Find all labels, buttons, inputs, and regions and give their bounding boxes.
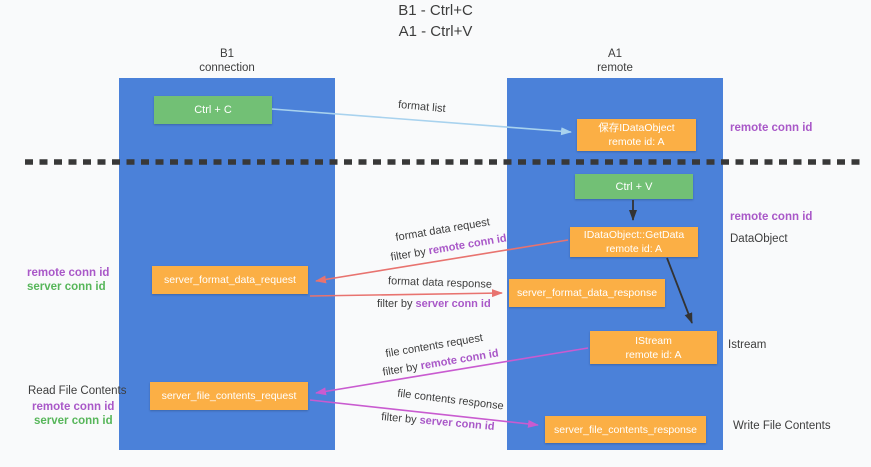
flow-label-format-response-filter: filter by server conn id	[377, 298, 491, 310]
node-server-format-data-request: server_format_data_request	[152, 266, 308, 294]
node-server-file-contents-response: server_file_contents_response	[545, 416, 706, 443]
node-ctrl-c: Ctrl + C	[154, 96, 272, 124]
filter-prefix: filter by	[377, 298, 416, 310]
flow-label-format-list: format list	[397, 98, 447, 116]
node-server-format-data-response: server_format_data_response	[509, 279, 665, 307]
node-server-file-contents-request: server_file_contents_request	[150, 382, 308, 410]
filter-prefix: filter by	[381, 360, 422, 379]
node-istream: IStream remote id: A	[590, 331, 717, 364]
label-read-file-contents: Read File Contents	[28, 385, 127, 397]
node-save-dataobject: 保存IDataObject remote id: A	[577, 119, 696, 151]
filter-key-server-conn-id: server conn id	[419, 414, 496, 433]
node-idataobject-getdata: IDataObject::GetData remote id: A	[570, 227, 698, 257]
file-request-label: server_file_contents_request	[161, 390, 297, 402]
right-column-name: A1	[607, 48, 623, 60]
label-istream: Istream	[728, 339, 767, 351]
flow-label-file-contents-response: file contents response	[396, 387, 505, 413]
filter-prefix: filter by	[389, 245, 430, 264]
right-column-subtitle: remote	[597, 62, 633, 74]
flow-label-format-data-response: format data response	[387, 275, 493, 291]
label-server-conn-id-left-1: server conn id	[27, 281, 106, 293]
label-dataobject: DataObject	[730, 233, 788, 245]
save-dataobject-line1: 保存IDataObject	[598, 122, 675, 134]
save-dataobject-line2: remote id: A	[608, 136, 665, 148]
node-ctrl-v: Ctrl + V	[575, 174, 693, 199]
label-remote-conn-id-right: remote conn id	[730, 211, 813, 223]
format-response-label: server_format_data_response	[516, 287, 658, 299]
right-column-header: A1 remote	[507, 47, 723, 75]
getdata-line2: remote id: A	[605, 243, 663, 255]
format-request-label: server_format_data_request	[164, 274, 296, 286]
istream-line2: remote id: A	[625, 348, 682, 361]
ctrl-c-label: Ctrl + C	[194, 104, 232, 116]
filter-prefix: filter by	[380, 411, 421, 427]
diagram-title: B1 - Ctrl+C A1 - Ctrl+V	[0, 0, 871, 42]
ctrl-v-label: Ctrl + V	[615, 180, 653, 193]
left-column-subtitle: connection	[199, 62, 255, 74]
title-line-2: A1 - Ctrl+V	[398, 23, 473, 40]
label-remote-conn-id-left-1: remote conn id	[27, 267, 110, 279]
flow-label-file-response-filter: filter by server conn id	[381, 411, 495, 433]
title-line-1: B1 - Ctrl+C	[398, 2, 473, 19]
getdata-line1: IDataObject::GetData	[583, 229, 685, 241]
filter-key-server-conn-id: server conn id	[415, 298, 491, 310]
file-response-label: server_file_contents_response	[553, 423, 697, 436]
left-column-header: B1 connection	[119, 47, 335, 75]
label-remote-conn-id-top-right: remote conn id	[730, 122, 813, 134]
label-remote-conn-id-left-2: remote conn id	[32, 401, 115, 413]
label-write-file-contents: Write File Contents	[733, 420, 831, 432]
label-server-conn-id-left-2: server conn id	[34, 415, 113, 427]
left-column-name: B1	[219, 48, 235, 60]
arrow-format-data-response	[309, 289, 503, 298]
istream-line1: IStream	[635, 334, 672, 347]
